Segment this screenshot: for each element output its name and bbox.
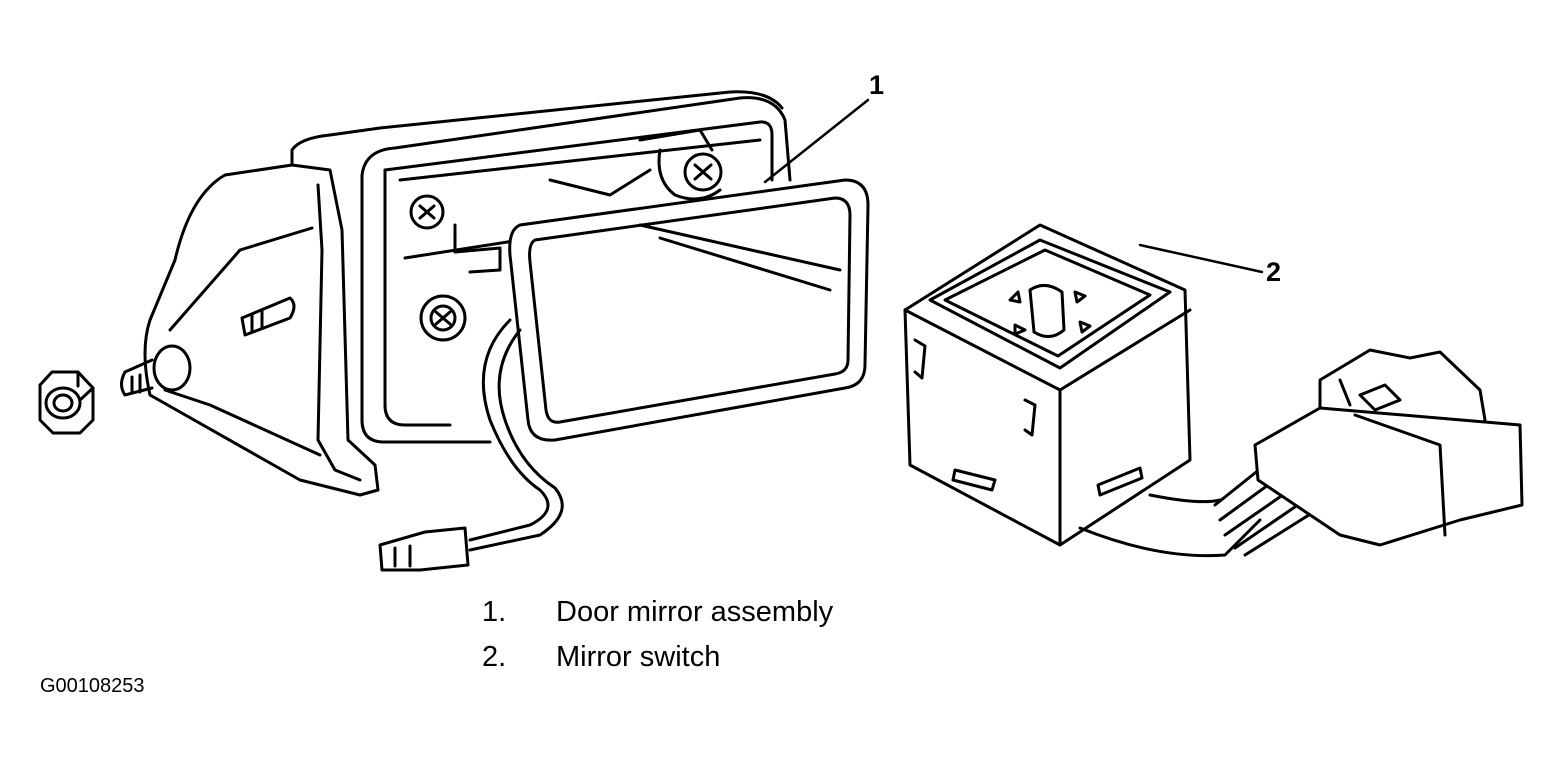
figure-id: G00108253 <box>40 675 145 697</box>
mirror-switch-drawing <box>903 223 1524 558</box>
legend-item: 2. Mirror switch <box>482 635 833 680</box>
legend-item-label: Mirror switch <box>556 641 721 673</box>
legend-item-number: 2. <box>482 641 507 673</box>
legend-item-number: 1. <box>482 596 507 628</box>
legend: 1. Door mirror assembly 2. Mirror switch <box>482 590 833 680</box>
door-mirror-assembly-drawing <box>120 90 870 572</box>
callout-number-2: 2 <box>1266 257 1282 287</box>
callout-leaders <box>763 98 1264 274</box>
callout-number-1: 1 <box>869 70 885 100</box>
legend-item: 1. Door mirror assembly <box>482 590 833 635</box>
legend-item-label: Door mirror assembly <box>556 596 834 628</box>
mounting-nut-drawing <box>38 370 95 435</box>
